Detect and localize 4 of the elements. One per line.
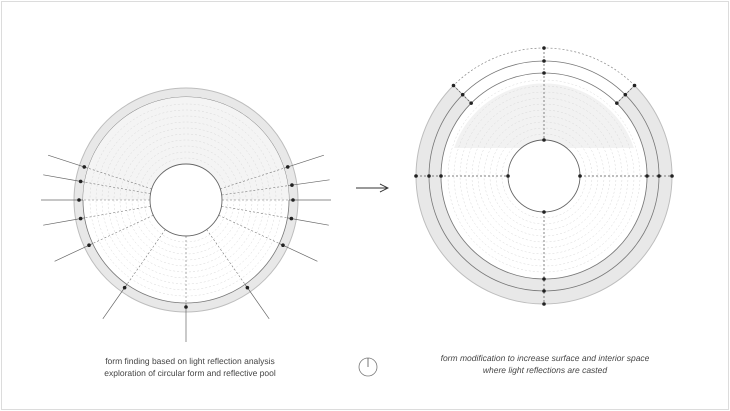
caption-text: exploration of circular form and reflective pool [104, 367, 276, 379]
caption-text: form finding based on light reflection analysis [105, 355, 275, 367]
caption-text: form modification to increase surface and interior space where light reflections are casted [440, 353, 650, 375]
arrow [356, 184, 388, 192]
